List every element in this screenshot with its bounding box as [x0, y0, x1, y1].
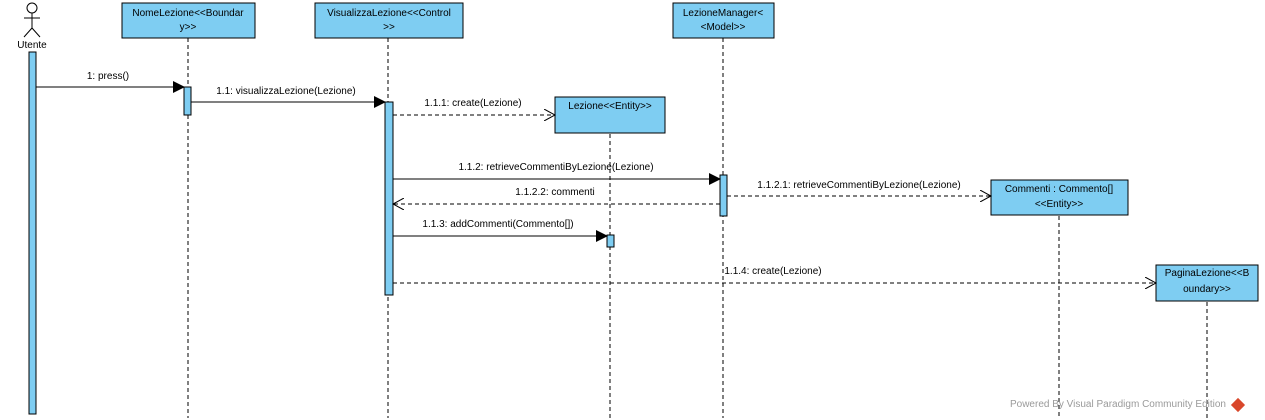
svg-text:PaginaLezione<<B: PaginaLezione<<B: [1165, 268, 1250, 279]
svg-text:1.1.2.1: retrieveCommentiByLez: 1.1.2.1: retrieveCommentiByLezione(Lezio…: [757, 180, 960, 191]
svg-text:1.1.1: create(Lezione): 1.1.1: create(Lezione): [424, 98, 521, 109]
lifeline-visualizza: VisualizzaLezione<<Control >>: [314, 2, 464, 39]
activation-manager: [719, 174, 728, 217]
svg-text:1.1: visualizzaLezione(Lezione: 1.1: visualizzaLezione(Lezione): [216, 86, 356, 97]
svg-text:y>>: y>>: [180, 22, 197, 33]
svg-text:NomeLezione<<Boundar: NomeLezione<<Boundar: [132, 8, 244, 19]
svg-text:<Model>>: <Model>>: [701, 22, 746, 33]
message-1-1-visualizza: 1.1: visualizzaLezione(Lezione): [191, 86, 386, 108]
svg-text:1: press(): 1: press(): [87, 71, 129, 82]
actor-utente: Utente: [17, 2, 47, 51]
svg-text:VisualizzaLezione<<Control: VisualizzaLezione<<Control: [327, 8, 451, 19]
message-1-1-2-2-return: 1.1.2.2: commenti: [393, 187, 720, 204]
lifeline-lezione: Lezione<<Entity>>: [554, 96, 666, 134]
svg-text:1.1.2.2: commenti: 1.1.2.2: commenti: [515, 187, 594, 198]
watermark-text: Powered By Visual Paradigm Community Edi…: [1009, 399, 1226, 410]
watermark: Powered By Visual Paradigm Community Edi…: [1009, 397, 1246, 412]
message-1-press: 1: press(): [36, 71, 185, 93]
activation-lezione: [606, 234, 615, 248]
message-1-1-4-create: 1.1.4: create(Lezione): [393, 266, 1156, 283]
activation-nome: [183, 86, 192, 116]
svg-text:1.1.4: create(Lezione): 1.1.4: create(Lezione): [724, 266, 821, 277]
lifeline-nome: NomeLezione<<Boundar y>>: [121, 2, 256, 39]
lifeline-pagina: PaginaLezione<<B oundary>>: [1155, 264, 1259, 302]
svg-text:Commenti : Commento[]: Commenti : Commento[]: [1005, 184, 1114, 195]
activation-visualizza: [384, 101, 394, 296]
lifeline-commenti: Commenti : Commento[] <<Entity>>: [990, 179, 1129, 216]
svg-text:<<Entity>>: <<Entity>>: [1035, 199, 1084, 210]
svg-text:Lezione<<Entity>>: Lezione<<Entity>>: [568, 101, 652, 112]
message-1-1-2-1-retrieve: 1.1.2.1: retrieveCommentiByLezione(Lezio…: [727, 180, 991, 196]
svg-text:LezioneManager<: LezioneManager<: [683, 8, 763, 19]
svg-text:1.1.3: addCommenti(Commento[]): 1.1.3: addCommenti(Commento[]): [422, 219, 573, 230]
message-1-1-1-create: 1.1.1: create(Lezione): [393, 98, 555, 115]
svg-text:oundary>>: oundary>>: [1183, 284, 1231, 295]
lifeline-manager: LezioneManager< <Model>>: [672, 2, 775, 39]
activation-utente: [28, 51, 37, 415]
visual-paradigm-logo-icon: [1230, 397, 1246, 412]
message-1-1-2-retrieve: 1.1.2: retrieveCommentiByLezione(Lezione…: [393, 162, 721, 185]
svg-text:1.1.2: retrieveCommentiByLezio: 1.1.2: retrieveCommentiByLezione(Lezione…: [458, 162, 653, 173]
message-1-1-3-add: 1.1.3: addCommenti(Commento[]): [393, 219, 608, 242]
svg-text:>>: >>: [383, 22, 395, 33]
actor-label: Utente: [17, 40, 47, 51]
